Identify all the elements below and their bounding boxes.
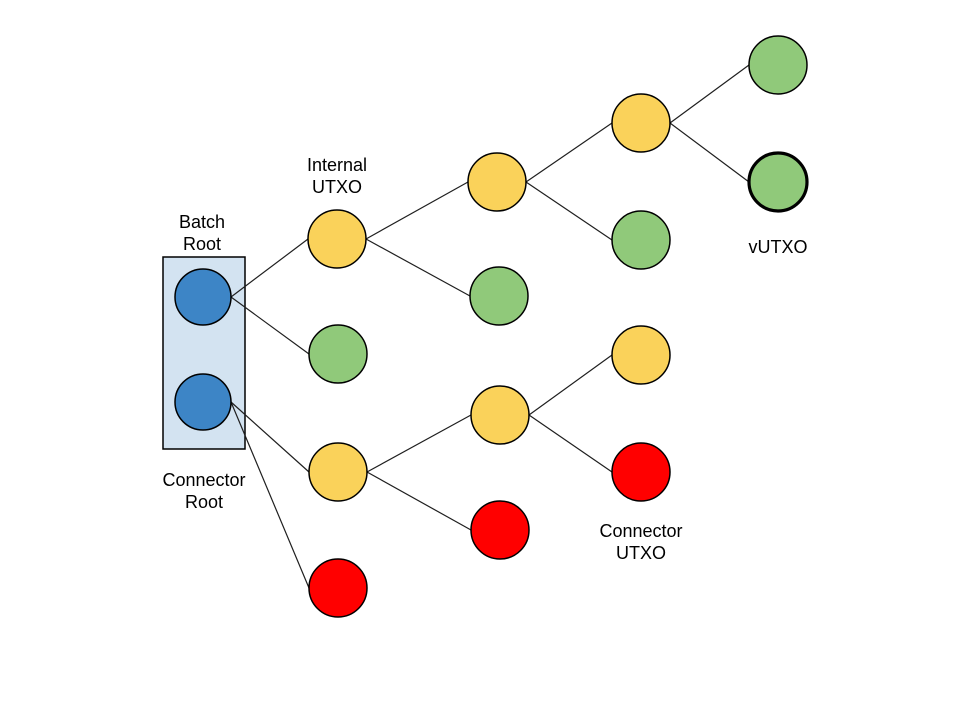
edge-internal-3-to-vutxo-highlighted bbox=[669, 122, 750, 183]
vutxo-3-circle bbox=[611, 210, 671, 270]
batch-root-circle bbox=[174, 268, 232, 326]
edge-connector-root-to-connector-utxo-1 bbox=[230, 401, 310, 589]
internal-utxo-label-line2: UTXO bbox=[311, 177, 363, 197]
edge-connector-internal-1-to-connector-utxo-2 bbox=[366, 471, 472, 531]
connector-root-label-line1: Connector bbox=[162, 470, 246, 490]
connector-utxo-2-circle bbox=[470, 500, 530, 560]
edge-batch-root-to-vutxo-1 bbox=[230, 296, 310, 355]
vutxo-label-line1: vUTXO bbox=[748, 237, 808, 257]
connector-internal-2-circle bbox=[470, 385, 530, 445]
internal-utxo-label-line1: Internal bbox=[306, 155, 368, 175]
vutxo-highlighted-circle bbox=[747, 151, 809, 213]
edge-batch-root-to-internal-1 bbox=[230, 238, 309, 298]
connector-utxo-3-circle bbox=[611, 442, 671, 502]
batch-root-label: Batch Root bbox=[179, 211, 225, 255]
connector-internal-1-circle bbox=[308, 442, 368, 502]
internal-2-circle bbox=[467, 152, 527, 212]
edge-internal-2-to-internal-3 bbox=[525, 122, 613, 183]
internal-1-circle bbox=[307, 209, 367, 269]
edge-internal-3-to-vutxo-4 bbox=[669, 64, 750, 124]
edge-connector-internal-2-to-connector-utxo-3 bbox=[528, 414, 613, 473]
internal-utxo-label: Internal UTXO bbox=[307, 154, 367, 198]
vutxo-1-circle bbox=[308, 324, 368, 384]
connector-utxo-label-line1: Connector bbox=[599, 521, 683, 541]
connector-utxo-label: Connector UTXO bbox=[599, 520, 682, 564]
internal-3-circle bbox=[611, 93, 671, 153]
edge-connector-internal-1-to-connector-internal-2 bbox=[366, 414, 472, 473]
vutxo-4-circle bbox=[748, 35, 808, 95]
edge-internal-1-to-internal-2 bbox=[365, 181, 469, 240]
connector-utxo-label-line2: UTXO bbox=[615, 543, 666, 563]
connector-root-label: Connector Root bbox=[162, 469, 245, 513]
edge-connector-internal-2-to-connector-internal-3 bbox=[528, 354, 613, 416]
batch-root-label-line1: Batch bbox=[178, 212, 226, 232]
connector-utxo-1-circle bbox=[308, 558, 368, 618]
edge-connector-root-to-connector-internal-1 bbox=[230, 401, 310, 473]
vutxo-label: vUTXO bbox=[748, 236, 807, 258]
edge-internal-1-to-vutxo-2 bbox=[365, 238, 471, 297]
connector-root-circle bbox=[174, 373, 232, 431]
connector-root-label-line2: Root bbox=[184, 492, 224, 512]
vutxo-2-circle bbox=[469, 266, 529, 326]
batch-root-label-line2: Root bbox=[182, 234, 222, 254]
edge-internal-2-to-vutxo-3 bbox=[525, 181, 613, 241]
connector-internal-3-circle bbox=[611, 325, 671, 385]
